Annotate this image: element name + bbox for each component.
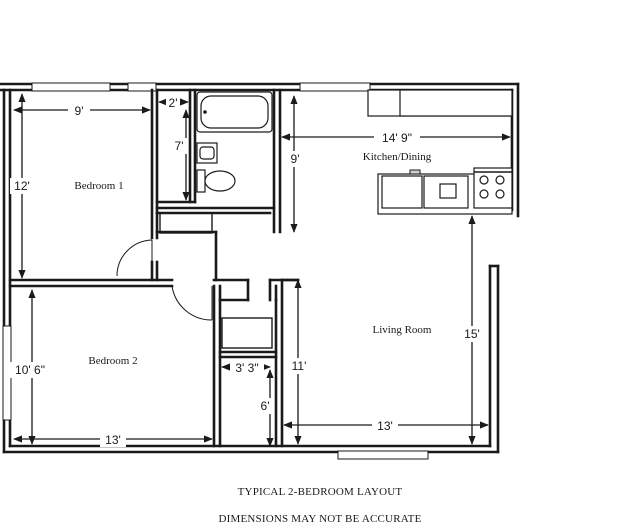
- room-label-bedroom2: Bedroom 2: [88, 355, 137, 367]
- dim-bed1-height: 12': [14, 179, 30, 193]
- dim-closet-height: 7': [175, 139, 184, 153]
- dimension-lines: 9' 12' 2' 7' 9' 14' 9" 10' 6" 13' 3' 3": [10, 93, 511, 447]
- plan-title: TYPICAL 2-BEDROOM LAYOUT: [237, 486, 403, 498]
- dim-living-right-height: 15': [464, 327, 480, 341]
- room-label-bedroom1: Bedroom 1: [74, 180, 123, 192]
- dim-living-width: 13': [377, 419, 393, 433]
- kitchen-sink-icon: [439, 183, 457, 199]
- plan-disclaimer: DIMENSIONS MAY NOT BE ACCURATE: [218, 513, 422, 525]
- toilet-icon: [196, 169, 206, 193]
- dim-hall-closet-width: 3' 3": [235, 361, 258, 375]
- exterior-walls: [0, 82, 520, 454]
- dim-kitchen-width: 14' 9": [382, 131, 412, 145]
- room-label-living: Living Room: [373, 324, 432, 336]
- room-label-kitchen: Kitchen/Dining: [363, 151, 432, 163]
- dim-bath-height: 9': [291, 152, 300, 166]
- stove-icon: [473, 167, 513, 209]
- room-labels: Bedroom 1 Bedroom 2 Kitchen/Dining Livin…: [74, 151, 432, 367]
- interior-walls: [8, 88, 300, 448]
- dim-closet-width: 2': [169, 96, 178, 110]
- dim-bed2-height: 10' 6": [15, 363, 45, 377]
- kitchen-fixtures: [367, 89, 513, 215]
- dim-hall-closet-height: 6': [261, 399, 270, 413]
- dim-bed1-width: 9': [75, 104, 84, 118]
- dim-bed2-width: 13': [105, 433, 121, 447]
- bathroom-fixtures: [196, 91, 273, 193]
- dim-living-left-height: 11': [292, 359, 307, 373]
- windows: [2, 82, 429, 460]
- doors: [116, 239, 213, 321]
